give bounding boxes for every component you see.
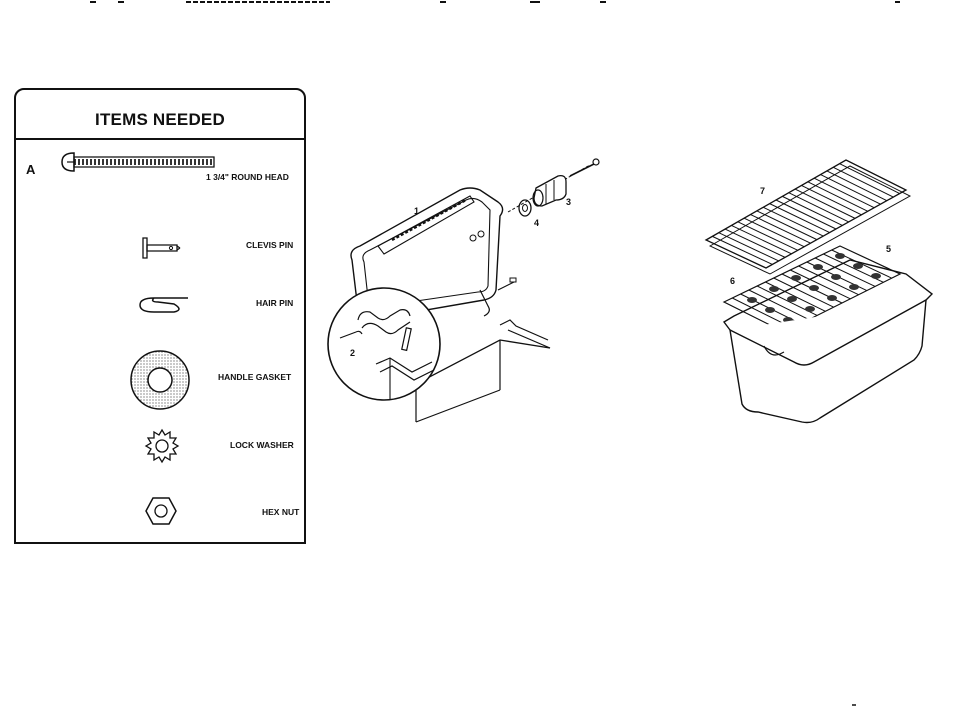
item-letter-a: A [26, 162, 36, 177]
grate-bar [795, 189, 855, 218]
handle-gasket-icon [128, 348, 192, 412]
grate-bar [808, 182, 868, 211]
item-label-handle-gasket: HANDLE GASKET [218, 372, 292, 382]
charcoal-briquette [853, 263, 863, 269]
cooking-grate [706, 160, 910, 274]
callout-4: 4 [534, 218, 539, 228]
grate-bar [782, 196, 842, 225]
item-label-clevis-pin: CLEVIS PIN [246, 240, 294, 250]
lock-washer-icon [144, 428, 180, 464]
callout-7: 7 [760, 186, 765, 196]
callout-2: 2 [350, 348, 355, 358]
grate-bar [814, 178, 874, 208]
items-needed-panel: ITEMS NEEDED A 1 3/4" ROUND HEAD CLEVIS … [14, 88, 306, 544]
grate-bar [757, 211, 817, 240]
charcoal-grate-bar [749, 290, 809, 320]
item-label-lock-washer: LOCK WASHER [230, 440, 294, 450]
grate-bar [827, 171, 887, 201]
callout-5: 5 [886, 244, 891, 254]
grate-bar [738, 222, 798, 250]
grate-bar [751, 215, 811, 244]
items-needed-header: ITEMS NEEDED [16, 90, 304, 140]
grill-hood [351, 188, 503, 318]
callout-3: 3 [566, 197, 571, 207]
item-label-hair-pin: HAIR PIN [256, 298, 294, 308]
charcoal-briquette [835, 253, 845, 259]
scan-speck [850, 702, 860, 708]
charcoal-briquette [871, 273, 881, 279]
items-needed-title: ITEMS NEEDED [95, 110, 225, 129]
item-label-hex-nut: HEX NUT [262, 507, 300, 517]
grate-bar [744, 218, 804, 247]
hood-handle-assembly [498, 159, 599, 290]
hex-nut-icon [144, 496, 178, 526]
callout-6: 6 [730, 276, 735, 286]
charcoal-briquette [813, 264, 823, 270]
grate-bar [776, 200, 836, 229]
grate-bar [712, 236, 772, 264]
charcoal-briquette [809, 285, 819, 291]
round-head-bolt-icon [60, 150, 220, 174]
grate-bar [770, 204, 830, 233]
callout-1: 1 [414, 206, 419, 216]
clevis-pin-icon [140, 236, 184, 260]
charcoal-briquette [765, 307, 775, 313]
charcoal-grate [724, 246, 900, 332]
grill-grates-exploded-view: 7 5 6 [700, 150, 940, 430]
charcoal-grate-bar [790, 270, 850, 299]
grate-bar [840, 164, 900, 194]
grill-firebox-bottom [724, 260, 932, 423]
grate-bar [763, 207, 823, 236]
grate-bar [731, 225, 791, 253]
charcoal-briquette [831, 274, 841, 280]
grate-bar [833, 167, 893, 197]
grate-bar [725, 229, 785, 257]
item-label-round-head: 1 3/4" ROUND HEAD [206, 172, 289, 182]
charcoal-grate-bar [815, 258, 875, 286]
grill-hood-exploded-view: 1 2 3 4 [320, 150, 620, 430]
charcoal-briquette [849, 284, 859, 290]
charcoal-briquette [791, 275, 801, 281]
hair-pin-icon [136, 290, 192, 316]
charcoal-grate-bar [799, 266, 859, 295]
grate-bar [821, 175, 881, 205]
clevis-pin-detail-magnifier [328, 288, 440, 400]
grate-bar [801, 185, 861, 214]
grate-bar [789, 193, 849, 222]
grate-bar [719, 233, 779, 261]
scan-artifact-strip [0, 0, 960, 8]
charcoal-briquette [827, 295, 837, 301]
charcoal-briquette [769, 286, 779, 292]
charcoal-briquette [805, 306, 815, 312]
charcoal-briquette [747, 297, 757, 303]
charcoal-briquette [787, 296, 797, 302]
charcoal-grate-bar [774, 278, 834, 307]
